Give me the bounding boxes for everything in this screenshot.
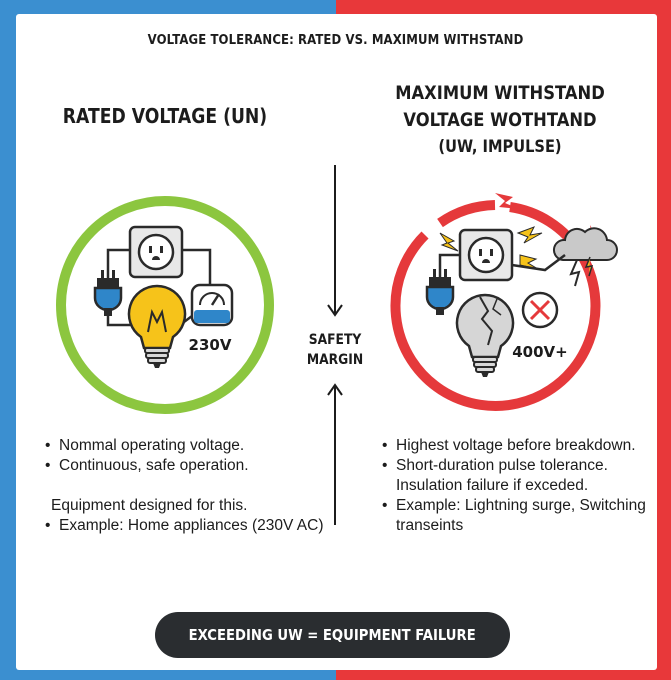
overvoltage-illustration: 400V+ [390,193,618,411]
safety-margin-line2: MARGIN [306,352,364,368]
list-item: Example: Lightning surge, Switching tran… [382,496,652,536]
broken-bulb-icon [455,293,515,377]
list-item: Continuous, safe operation. [45,456,345,476]
ring-bolt-icon [495,193,519,209]
list-item: Highest voltage before breakdown. [382,436,652,456]
infographic-card [16,14,657,670]
withstand-voltage-bullets: Highest voltage before breakdown. Short-… [382,436,652,536]
failure-warning-text: EXCEEDING UW = EQUIPMENT FAILURE [188,626,477,644]
failure-warning-banner: EXCEEDING UW = EQUIPMENT FAILURE [155,612,510,658]
rated-voltage-bullets: Nommal operating voltage. Continuous, sa… [45,436,345,536]
page-title: VOLTAGE TOLERANCE: RATED VS. MAXIMUM WIT… [147,33,524,48]
spark-icon [439,226,543,270]
safe-appliance-illustration: 230V [56,196,274,414]
withstand-voltage-heading: MAXIMUM WITHSTAND VOLTAGE WOTHTAND (UW, … [388,80,612,161]
light-bulb-icon [127,284,187,368]
wall-socket-icon [128,225,184,279]
withstand-heading-line3: (UW, IMPULSE) [438,137,562,157]
list-item: Example: Home appliances (230V AC) [45,516,345,536]
list-item: Nommal operating voltage. [45,436,345,456]
rated-voltage-value: 230V [189,336,232,354]
up-arrow-icon [327,383,343,396]
design-note: Equipment designed for this. [51,497,248,514]
list-item: Short-duration pulse tolerance. Insulati… [382,456,652,496]
smoke-cloud-icon [553,227,618,287]
down-arrow-icon [327,304,343,317]
withstand-voltage-value: 400V+ [512,343,568,361]
safety-margin-line1: SAFETY [308,332,362,348]
safe-ring [56,196,274,414]
plug-icon [93,270,123,316]
voltage-meter-icon [190,283,234,327]
wall-socket-icon [458,228,514,282]
withstand-heading-line2: VOLTAGE WOTHTAND [403,109,597,131]
plug-icon [425,269,455,315]
safety-margin-label: SAFETY MARGIN [290,330,380,370]
failed-meter-icon [521,291,559,329]
withstand-heading-line1: MAXIMUM WITHSTAND [395,82,605,104]
rated-voltage-heading: RATED VOLTAGE (UN) [62,104,268,128]
